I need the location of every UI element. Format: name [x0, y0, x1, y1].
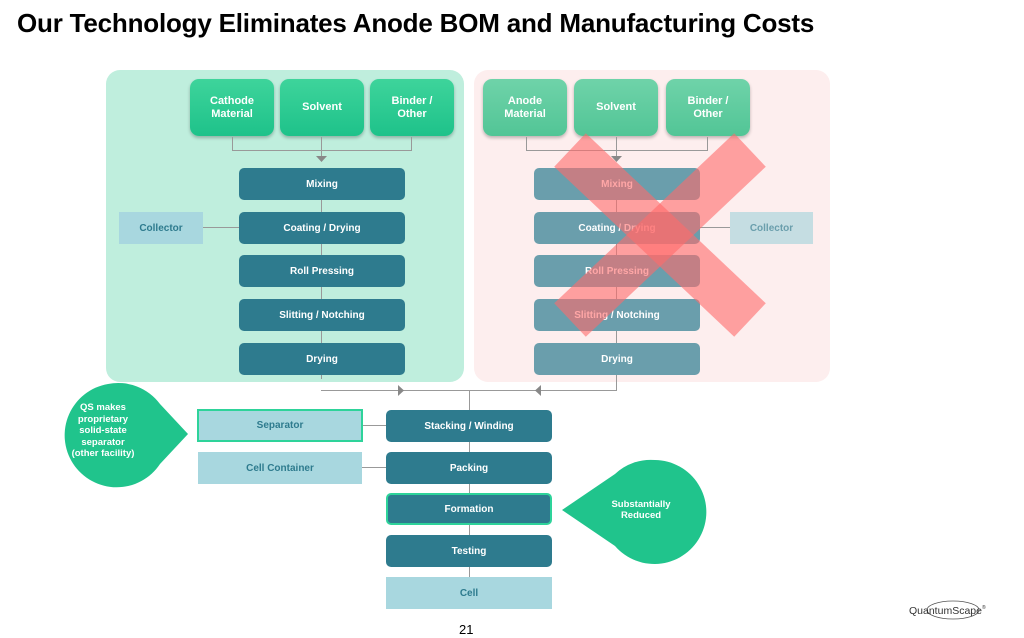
- cell-label: Cell: [459, 587, 479, 599]
- cathode-collector: Collector: [119, 212, 203, 244]
- connector-line: [362, 467, 388, 468]
- step-stacking-winding: Stacking / Winding: [386, 410, 552, 442]
- cathode-input-binder: Binder / Other: [370, 79, 454, 136]
- cathode-step-coating-drying: Coating / Drying: [239, 212, 405, 244]
- logo-swoosh-icon: [926, 600, 980, 620]
- step-label: Packing: [449, 462, 489, 474]
- arrow-left-icon: [535, 385, 541, 396]
- cell-container-box: Cell Container: [198, 452, 362, 484]
- connector-line: [202, 227, 240, 228]
- collector-label: Collector: [749, 222, 794, 234]
- cross-out-x-icon: [554, 133, 766, 337]
- step-label: Roll Pressing: [290, 265, 354, 277]
- formation-callout-shape: [562, 459, 707, 564]
- connector-line: [321, 137, 322, 157]
- logo-name: QuantumScape: [909, 605, 982, 617]
- connector-line: [321, 199, 322, 379]
- separator-label: Separator: [256, 420, 304, 431]
- input-label: Anode Material: [504, 94, 546, 120]
- step-label: Slitting / Notching: [279, 309, 365, 321]
- connector-line: [469, 390, 470, 580]
- quantumscape-logo: QuantumScape®: [905, 600, 1024, 625]
- registered-mark-icon: ®: [981, 605, 986, 611]
- connector-line: [232, 150, 412, 151]
- step-label: Formation: [444, 503, 494, 515]
- callout-text: QS makes proprietary solid-state separat…: [71, 402, 135, 460]
- formation-callout: Substantially Reduced: [596, 490, 686, 530]
- connector-line: [526, 137, 527, 151]
- connector-line: [616, 137, 617, 157]
- separator-callout: QS makes proprietary solid-state separat…: [60, 396, 146, 466]
- step-label: Mixing: [306, 178, 338, 190]
- step-testing: Testing: [386, 535, 552, 567]
- callout-text: Substantially Reduced: [611, 498, 671, 522]
- arrow-right-icon: [398, 385, 404, 396]
- step-label: Coating / Drying: [578, 222, 656, 234]
- cell-container-label: Cell Container: [246, 462, 314, 474]
- step-label: Slitting / Notching: [574, 309, 660, 321]
- connector-line: [411, 137, 412, 151]
- connector-line: [362, 425, 388, 426]
- separator-box: Separator: [197, 409, 363, 442]
- anode-step-drying: Drying: [534, 343, 700, 375]
- collector-label: Collector: [139, 222, 183, 234]
- step-packing: Packing: [386, 452, 552, 484]
- cathode-input-solvent: Solvent: [280, 79, 364, 136]
- input-label: Binder / Other: [391, 94, 433, 120]
- cathode-step-drying: Drying: [239, 343, 405, 375]
- anode-input-binder: Binder / Other: [666, 79, 750, 136]
- separator-callout-shape: [64, 382, 188, 488]
- arrow-down-icon: [316, 156, 327, 162]
- input-label: Binder / Other: [687, 94, 729, 120]
- cathode-step-mixing: Mixing: [239, 168, 405, 200]
- connector-line: [698, 227, 731, 228]
- input-label: Cathode Material: [210, 94, 254, 120]
- step-label: Coating / Drying: [283, 222, 361, 234]
- connector-line: [526, 150, 708, 151]
- cathode-step-roll-pressing: Roll Pressing: [239, 255, 405, 287]
- logo-text: QuantumScape®: [909, 605, 986, 617]
- step-label: Stacking / Winding: [424, 420, 514, 432]
- step-label: Drying: [601, 353, 633, 365]
- anode-collector: Collector: [730, 212, 813, 244]
- slide-title: Our Technology Eliminates Anode BOM and …: [17, 8, 815, 38]
- page-number: 21: [459, 622, 474, 637]
- anode-input-solvent: Solvent: [574, 79, 658, 136]
- input-label: Solvent: [596, 101, 636, 113]
- step-label: Drying: [306, 353, 338, 365]
- cathode-input-cathode-material: Cathode Material: [190, 79, 274, 136]
- anode-input-anode-material: Anode Material: [483, 79, 567, 136]
- connector-line: [707, 137, 708, 151]
- step-formation: Formation: [386, 493, 552, 525]
- output-cell: Cell: [386, 577, 552, 609]
- input-label: Solvent: [302, 101, 342, 113]
- step-label: Testing: [451, 545, 487, 557]
- arrow-down-icon: [611, 156, 622, 162]
- cathode-step-slitting-notching: Slitting / Notching: [239, 299, 405, 331]
- connector-line: [232, 137, 233, 151]
